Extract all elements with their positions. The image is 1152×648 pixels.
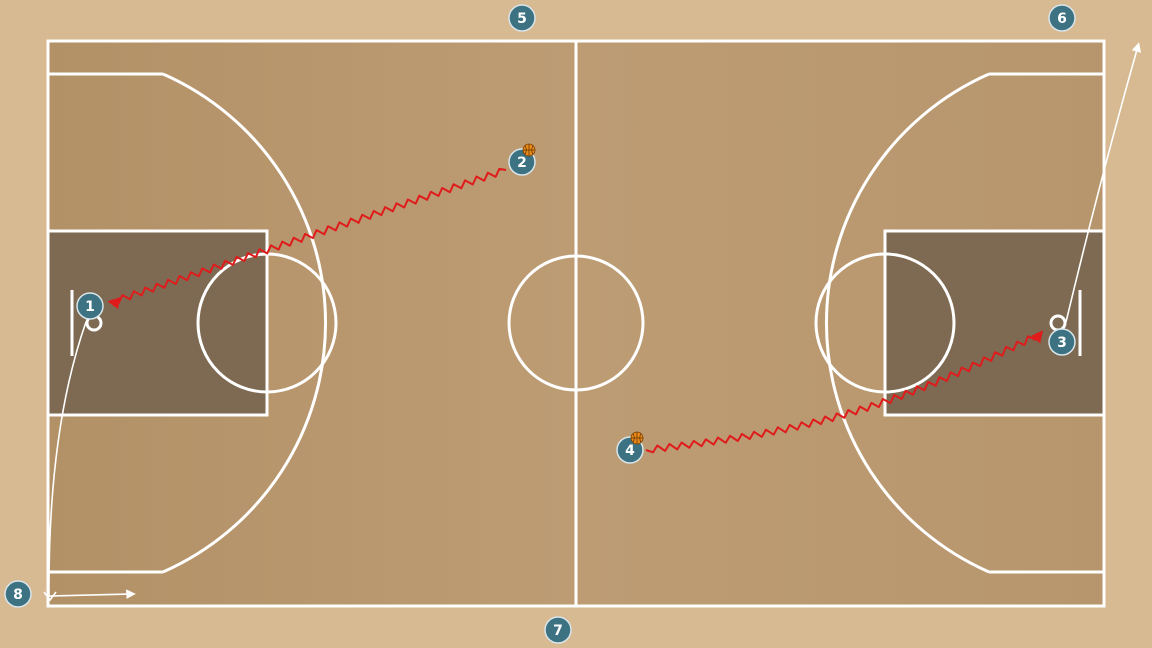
player-circle — [1048, 328, 1076, 356]
player-marker-7[interactable]: 7 — [544, 616, 572, 644]
player-circle — [1048, 4, 1076, 32]
player-number: 5 — [517, 11, 527, 27]
center-circle — [507, 254, 645, 392]
player-marker-2[interactable]: 2 — [508, 143, 536, 176]
left-three-point-arc — [162, 72, 328, 574]
player-circle — [544, 616, 572, 644]
movement-lines — [43, 42, 1142, 602]
right-lane-lines — [883, 229, 1106, 417]
player-marker-5[interactable]: 5 — [508, 4, 536, 32]
cut-line-1-to-8-corner — [43, 591, 57, 602]
player-number: 2 — [517, 155, 527, 171]
player-circle — [508, 4, 536, 32]
player-number: 8 — [13, 587, 23, 603]
player-number: 7 — [553, 623, 563, 639]
right-three-point-arc — [824, 72, 990, 574]
left-lane-lines — [46, 229, 269, 417]
dribble-line-4-to-3 — [645, 330, 1043, 454]
court-lines — [46, 39, 1106, 608]
player-number: 3 — [1057, 335, 1067, 351]
dribble-line-2-to-1 — [107, 167, 507, 310]
player-number: 1 — [85, 299, 95, 315]
player-marker-6[interactable]: 6 — [1048, 4, 1076, 32]
player-markers: 1 2 3 4 5 6 7 8 — [4, 4, 1076, 644]
left-paint — [48, 231, 267, 415]
player-marker-3[interactable]: 3 — [1048, 328, 1076, 356]
player-circle — [76, 292, 104, 320]
player-marker-4[interactable]: 4 — [616, 431, 644, 464]
cut-line-1-to-8 — [48, 321, 136, 599]
player-number: 6 — [1057, 11, 1067, 27]
basketball-icon — [522, 143, 536, 157]
right-paint — [885, 231, 1104, 415]
cut-line-3-to-6 — [1065, 42, 1142, 323]
player-circle — [4, 580, 32, 608]
player-number: 4 — [625, 443, 635, 459]
player-marker-8[interactable]: 8 — [4, 580, 32, 608]
player-marker-1[interactable]: 1 — [76, 292, 104, 320]
right-free-throw-circle — [814, 252, 956, 394]
basketball-icon — [630, 431, 644, 445]
